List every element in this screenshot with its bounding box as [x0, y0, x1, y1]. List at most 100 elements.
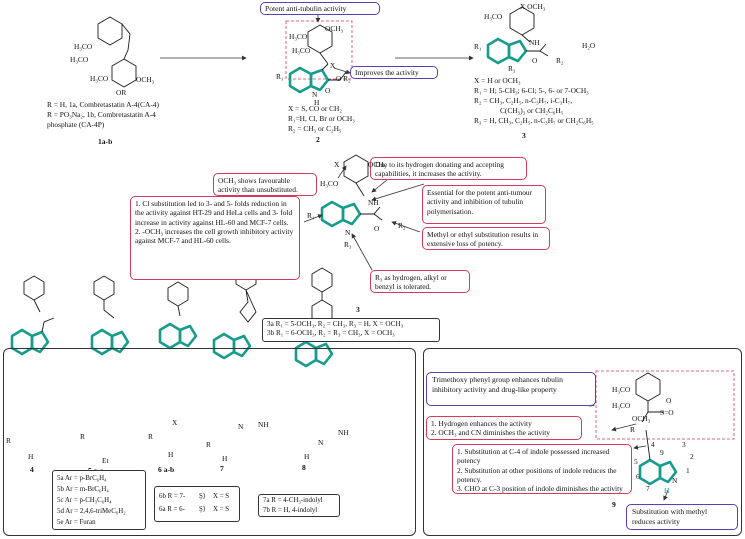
cpd3-def-5: R₃ = H, CH₃, C₂H₅, n-C₃H₇ or CH₂C₆H₅ [474, 116, 594, 125]
cpd2-x: X [330, 61, 336, 70]
cpd9-h3co-b: H₃CO [612, 401, 631, 410]
cpd3m-nh: NH [368, 198, 379, 207]
cpd2-label: 2 [316, 135, 320, 144]
cpd9-num-7: 7 [646, 484, 650, 493]
note-sub-line-1: 1. Substitution at C-4 of indole possess… [457, 447, 610, 466]
cpd7-n: N [238, 422, 244, 431]
structure-compound-4 [10, 275, 55, 356]
key5-e: 5e Ar = Furan [57, 519, 96, 526]
cpd1-h3co-3: H₃CO [90, 74, 109, 83]
cpd9-num-9: 9 [660, 448, 664, 457]
cpd4-label: 4 [30, 465, 34, 474]
key-3a: 3a R₁ = 5-OCH₃, R₂ = CH₃, R₃ = H, X = OC… [267, 320, 404, 328]
cpd3-o: O [532, 56, 538, 65]
note-hydrogen-line-2: 2. OCH₃ and CN diminishes the activity [431, 428, 550, 438]
cpd2-h3co-b: H₃CO [292, 46, 311, 55]
key7-b: 7b R = H, 4-indolyl [263, 506, 318, 514]
cpd2-n: N [312, 90, 318, 99]
cpd9-h3co-a: H₃CO [612, 385, 631, 394]
cpd6-h: H [168, 450, 174, 459]
key-compound-7: 7a R = 4-CH₃-indolyl 7b R = H, 4-indolyl [258, 494, 340, 517]
cpd9-o: O [666, 396, 672, 405]
cpd9-num-4: 4 [651, 440, 655, 449]
cpd1-och3: OCH₃ [136, 75, 155, 84]
panel-bottom-left [3, 348, 416, 536]
key5-d: 5d Ar = 2,4,6-triMeC₆H₂ [57, 508, 126, 515]
note-hydrogen-line-1: 1. Hydrogen enhances the activity [431, 419, 532, 428]
cpd6-x: X [172, 418, 178, 427]
cpd3m-label: 3 [356, 305, 360, 314]
structure-compound-2 [285, 14, 353, 94]
note-improves-activity: Improves the activity [350, 66, 438, 79]
key-3a-3b: 3a R₁ = 5-OCH₃, R₂ = CH₃, R₃ = H, X = OC… [262, 318, 440, 342]
thiophene-icon-a: Ş⟩ [199, 506, 206, 513]
note-methyl-reduces: Substitution with methyl reduces activit… [626, 504, 738, 530]
key6-a-row: 6a R = 6- Ş⟩ X = S [159, 503, 235, 516]
note-och3-favourable: OCH₃ shows favourable activity than unsu… [213, 173, 317, 196]
structure-compound-3-top [486, 6, 549, 65]
note-methyl-ethyl: Methyl or ethyl substitution results in … [422, 227, 550, 250]
cpd3-r2: R₂ [556, 56, 564, 65]
thiophene-icon-b: Ş⟩ [199, 493, 206, 500]
cpd7-nh: NH [258, 420, 269, 429]
key6-b: 6b R = 7- [159, 493, 186, 500]
note-indole-substitution: 1. Substitution at C-4 of indole possess… [452, 444, 632, 494]
cpd1-or: OR [116, 88, 127, 97]
key6-b-row: 6b R = 7- Ş⟩ X = S [159, 490, 235, 503]
note-trimethoxy-phenyl: Trimethoxy phenyl group enhances tubulin… [426, 372, 596, 406]
cpd3-label: 3 [522, 131, 526, 140]
key-compound-6: 6b R = 7- Ş⟩ X = S 6a R = 6- Ş⟩ X = S [154, 486, 240, 522]
cpd3-nh: NH [529, 38, 540, 47]
key6-a-x: X = S [213, 506, 230, 513]
cpd5-et: Et [102, 456, 109, 465]
cpd3-h2o: H₂O [582, 41, 596, 50]
cpd6-label: 6 a-b [158, 465, 175, 474]
structure-compound-5 [90, 275, 130, 356]
cpd8-n: N [318, 438, 324, 447]
cpd7-h: H [222, 454, 228, 463]
cpd2-h3co-a: H₃CO [289, 32, 308, 41]
cpd2-h: H [314, 98, 320, 107]
cpd6-r: R [148, 432, 153, 441]
cpd1-desc-1: R = H, 1a, Combretastatin A-4(CA-4) [47, 100, 159, 109]
cpd3-r1: R₁ [474, 42, 482, 51]
note-cl-line-1: 1. Cl substitution led to 3- and 5- fold… [135, 199, 293, 227]
key5-a: 5a Ar = p-BrC₆H₄ [57, 475, 107, 482]
cpd3m-n: N [345, 228, 351, 237]
cpd2-or2: O R₂ [336, 74, 351, 83]
structure-compound-9 [589, 370, 735, 501]
cpd9-num-3: 3 [682, 440, 686, 449]
cpd5-r: R [80, 432, 85, 441]
cpd1-h3co-2: H₃CO [70, 55, 89, 64]
note-cl-substitution: 1. Cl substitution led to 3- and 5- fold… [130, 196, 300, 280]
cpd7-r: R [206, 440, 211, 449]
cpd8-nh: NH [338, 428, 349, 437]
cpd9-n: N [672, 476, 678, 485]
panel-bottom-right [423, 348, 742, 536]
note-sub-line-3: 3. CHO at C-3 position of indole diminis… [457, 484, 623, 494]
cpd2-r1: R₁ [276, 72, 284, 81]
cpd3-def-4: C(CH₃)₃ or CH₂C₆H₅ [500, 106, 564, 115]
cpd2-och3: OCH₃ [325, 24, 344, 33]
cpd9-num-5: 5 [634, 457, 638, 466]
key6-b-x: X = S [213, 493, 230, 500]
cpd9-label: 9 [612, 500, 616, 509]
key-3b: 3b R₁ = 6-OCH₃, R₂ = R₃ = CH₃, X = OCH₃ [267, 329, 395, 337]
key7-a: 7a R = 4-CH₃-indolyl [263, 497, 323, 504]
cpd1-h3co-1: H₃CO [74, 42, 93, 51]
structure-combretastatin [97, 16, 137, 88]
cpd9-num-2: 2 [690, 452, 694, 461]
key6-a: 6a R = 6- [159, 506, 185, 513]
key5-c: 5c Ar = p-CH₃C₆H₄ [57, 497, 112, 504]
cpd3m-o: O [374, 224, 380, 233]
note-r3-tolerated: R₃ as hydrogen, alkyl or benzyl is toler… [370, 270, 470, 293]
cpd4-r: R [6, 436, 11, 445]
note-sub-line-2: 2. Substitution at other positions of in… [457, 465, 617, 484]
cpd3m-r1: R₁ [307, 211, 315, 220]
cpd1-desc-2: R = PO₃Na₂, 1b, Combretastatin A-4 [47, 110, 156, 119]
cpd2-def-2: R₁=H, Cl, Br or OCH₃ [288, 114, 355, 123]
cpd4-h: H [28, 452, 34, 461]
cpd3-def-1: X = H or OCH₃ [474, 76, 521, 85]
note-cl-line-2: 2. -OCH₃ increases the cell growth inhib… [135, 226, 294, 246]
